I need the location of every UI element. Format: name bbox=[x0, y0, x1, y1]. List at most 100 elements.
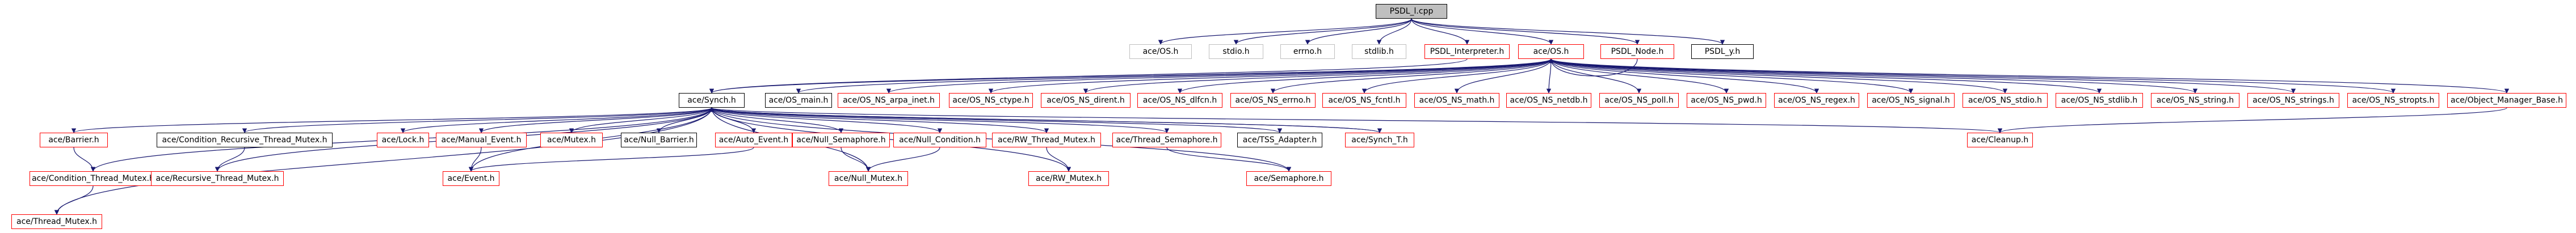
edge-root-to-stdio bbox=[1233, 18, 1412, 45]
node-synch[interactable]: ace/Synch.h bbox=[679, 93, 745, 108]
node-errno[interactable]: errno.h bbox=[1280, 44, 1335, 59]
edge-aceos-to-nsstdlib bbox=[1550, 58, 2102, 94]
node-signal[interactable]: ace/OS_NS_signal.h bbox=[1867, 93, 1955, 108]
edge-threadsem-to-semaphore bbox=[1166, 147, 1292, 172]
node-psdly[interactable]: PSDL_y.h bbox=[1691, 44, 1754, 59]
node-arpa[interactable]: ace/OS_NS_arpa_inet.h bbox=[838, 93, 940, 108]
node-mutex[interactable]: ace/Mutex.h bbox=[540, 133, 603, 147]
node-nullmutex[interactable]: ace/Null_Mutex.h bbox=[829, 171, 908, 186]
node-psdlnode[interactable]: PSDL_Node.h bbox=[1600, 44, 1674, 59]
edge-synch-to-tss bbox=[711, 107, 1282, 133]
node-string[interactable]: ace/OS_NS_string.h bbox=[2151, 93, 2239, 108]
edge-synch-to-threadmutex bbox=[54, 107, 712, 215]
node-synchT[interactable]: ace/Synch_T.h bbox=[1345, 133, 1414, 147]
edge-aceos-to-dlfcn bbox=[1177, 58, 1552, 94]
node-dlfcn[interactable]: ace/OS_NS_dlfcn.h bbox=[1137, 93, 1222, 108]
edge-aceos-to-fcntl bbox=[1361, 58, 1552, 94]
node-netdb[interactable]: ace/OS_NS_netdb.h bbox=[1506, 93, 1591, 108]
edge-aceos-to-synch bbox=[709, 58, 1552, 94]
node-os-h-top[interactable]: ace/OS.h bbox=[1129, 44, 1192, 59]
edge-root-to-psdly bbox=[1411, 18, 1725, 45]
edge-aceos-to-osmain bbox=[796, 58, 1552, 94]
node-event[interactable]: ace/Event.h bbox=[443, 171, 499, 186]
node-semaphore[interactable]: ace/Semaphore.h bbox=[1246, 171, 1331, 186]
node-math[interactable]: ace/OS_NS_math.h bbox=[1414, 93, 1499, 108]
edge-root-to-os_h_top bbox=[1158, 18, 1412, 45]
node-ctype[interactable]: ace/OS_NS_ctype.h bbox=[949, 93, 1033, 108]
edge-aceos-to-signal bbox=[1550, 58, 1914, 94]
edge-synch-to-rwmutex bbox=[711, 107, 1071, 172]
node-threadmutex[interactable]: ace/Thread_Mutex.h bbox=[11, 214, 102, 229]
node-strings[interactable]: ace/OS_NS_strings.h bbox=[2247, 93, 2339, 108]
edge-aceos-to-ctype bbox=[989, 58, 1552, 94]
node-stdlib[interactable]: stdlib.h bbox=[1352, 44, 1406, 59]
edge-objmgr-to-cleanup bbox=[1998, 107, 2507, 133]
node-lock[interactable]: ace/Lock.h bbox=[377, 133, 429, 147]
node-nullcond[interactable]: ace/Null_Condition.h bbox=[893, 133, 986, 147]
edge-synch-to-lock bbox=[400, 107, 712, 133]
node-interp[interactable]: PSDL_Interpreter.h bbox=[1424, 44, 1510, 59]
node-dirent[interactable]: ace/OS_NS_dirent.h bbox=[1041, 93, 1131, 108]
node-threadsem[interactable]: ace/Thread_Semaphore.h bbox=[1112, 133, 1221, 147]
node-tss[interactable]: ace/TSS_Adapter.h bbox=[1237, 133, 1322, 147]
node-condrec[interactable]: ace/Condition_Recursive_Thread_Mutex.h bbox=[157, 133, 333, 147]
edge-barrier-to-condthread bbox=[73, 147, 96, 172]
edge-root-to-interp bbox=[1411, 18, 1470, 45]
edge-rwthread-to-rwmutex bbox=[1046, 147, 1071, 172]
edge-aceos-to-dirent bbox=[1083, 58, 1552, 94]
node-root: PSDL_l.cpp bbox=[1376, 4, 1447, 19]
node-barrier[interactable]: ace/Barrier.h bbox=[40, 133, 108, 147]
node-auto[interactable]: ace/Auto_Event.h bbox=[715, 133, 792, 147]
edge-aceos-to-poll bbox=[1550, 58, 1642, 94]
node-cleanup[interactable]: ace/Cleanup.h bbox=[1967, 133, 2033, 147]
edge-synch-to-barrier bbox=[72, 107, 712, 133]
edge-aceos-to-netdb bbox=[1546, 58, 1552, 94]
edge-aceos-to-strings bbox=[1550, 58, 2296, 94]
edge-synch-to-rwthread bbox=[711, 107, 1049, 133]
node-aceos[interactable]: ace/OS.h bbox=[1518, 44, 1584, 59]
node-fcntl[interactable]: ace/OS_NS_fcntl.h bbox=[1322, 93, 1406, 108]
edge-aceos-to-arpa bbox=[886, 58, 1552, 94]
edge-synchT-to-synch bbox=[709, 107, 1380, 133]
edge-synch-to-cleanup bbox=[711, 107, 2002, 133]
node-nsstdlib[interactable]: ace/OS_NS_stdlib.h bbox=[2056, 93, 2143, 108]
edge-root-to-psdlnode bbox=[1411, 18, 1640, 45]
edge-aceos-to-regex bbox=[1550, 58, 1819, 94]
edge-root-to-stdlib bbox=[1376, 18, 1412, 45]
edge-aceos-to-pwd bbox=[1550, 58, 1729, 94]
node-recthread[interactable]: ace/Recursive_Thread_Mutex.h bbox=[151, 171, 284, 186]
node-osmain[interactable]: ace/OS_main.h bbox=[765, 93, 832, 108]
node-manual[interactable]: ace/Manual_Event.h bbox=[436, 133, 527, 147]
node-poll[interactable]: ace/OS_NS_poll.h bbox=[1599, 93, 1679, 108]
edge-synch-to-threadsem bbox=[711, 107, 1169, 133]
edge-auto-to-event bbox=[468, 147, 754, 172]
node-nullbarrier[interactable]: ace/Null_Barrier.h bbox=[621, 133, 697, 147]
edge-condrec-to-recthread bbox=[215, 147, 245, 172]
edge-interp-to-synch bbox=[709, 58, 1468, 94]
node-nserrno[interactable]: ace/OS_NS_errno.h bbox=[1230, 93, 1316, 108]
edge-synch-to-condrec bbox=[242, 107, 712, 133]
node-nsstdio[interactable]: ace/OS_NS_stdio.h bbox=[1963, 93, 2048, 108]
edge-root-to-errno bbox=[1305, 18, 1412, 45]
edge-aceos-to-nserrno bbox=[1270, 58, 1552, 94]
edge-condthread-to-threadmutex bbox=[54, 185, 94, 215]
edge-synch-to-manual bbox=[478, 107, 712, 133]
edge-aceos-to-string bbox=[1550, 58, 2197, 94]
node-stropts[interactable]: ace/OS_NS_stropts.h bbox=[2347, 93, 2439, 108]
edge-aceos-to-math bbox=[1454, 58, 1552, 94]
node-regex[interactable]: ace/OS_NS_regex.h bbox=[1774, 93, 1859, 108]
edge-aceos-to-nsstdio bbox=[1550, 58, 2007, 94]
edge-synch-to-nullcond bbox=[711, 107, 943, 133]
edge-aceos-to-stropts bbox=[1550, 58, 2396, 94]
edge-nullcond-to-nullmutex bbox=[865, 147, 940, 172]
node-stdio[interactable]: stdio.h bbox=[1209, 44, 1263, 59]
node-pwd[interactable]: ace/OS_NS_pwd.h bbox=[1687, 93, 1766, 108]
node-rwthread[interactable]: ace/RW_Thread_Mutex.h bbox=[992, 133, 1101, 147]
edge-root-to-aceos bbox=[1411, 18, 1554, 45]
node-objmgr[interactable]: ace/Object_Manager_Base.h bbox=[2447, 93, 2566, 108]
node-nullsem[interactable]: ace/Null_Semaphore.h bbox=[792, 133, 890, 147]
node-condthread[interactable]: ace/Condition_Thread_Mutex.h bbox=[30, 171, 157, 186]
edge-synch-to-mutex bbox=[569, 107, 712, 133]
node-rwmutex[interactable]: ace/RW_Mutex.h bbox=[1028, 171, 1109, 186]
